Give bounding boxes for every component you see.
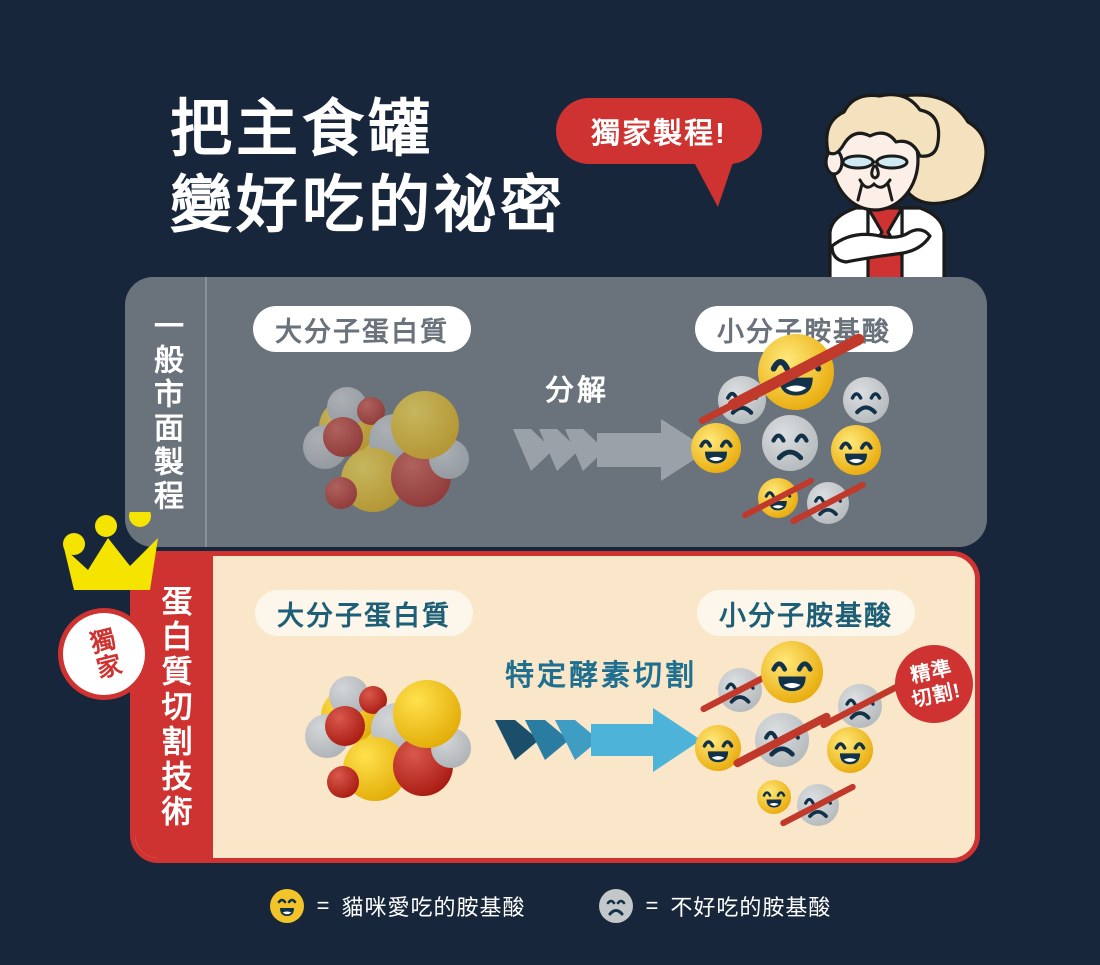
speech-bubble-label: 獨家製程! — [591, 118, 727, 150]
happy-face-icon — [691, 423, 741, 473]
molecule-sphere — [357, 397, 385, 425]
happy-face-icon — [761, 641, 823, 703]
molecule-cluster-generic — [285, 385, 495, 530]
strikethrough-icon — [727, 333, 865, 411]
label-input-protein-exclusive: 大分子蛋白質 — [255, 590, 473, 636]
molecule-sphere — [327, 387, 367, 427]
scientist-character — [770, 80, 1000, 290]
strikethrough-icon — [790, 481, 866, 525]
panel-generic-side-label: 一般市面製程 — [149, 310, 182, 514]
panel-exclusive-side-band: 蛋白質切割技術 — [135, 556, 213, 858]
label-output-amino-exclusive-text: 小分子胺基酸 — [719, 600, 893, 631]
sad-face-icon — [733, 712, 831, 768]
sad-face-icon — [843, 377, 889, 423]
molecule-sphere — [329, 676, 369, 716]
happy-face-icon — [757, 780, 791, 814]
happy-face-icon — [742, 477, 814, 519]
molecule-sphere — [323, 417, 363, 457]
face-group-exclusive — [135, 556, 975, 858]
strikethrough-icon — [733, 712, 831, 768]
legend-equals-sad: = — [645, 893, 659, 918]
happy-face-icon — [727, 333, 865, 411]
exclusive-badge-label: 獨家 — [84, 625, 124, 683]
panel-generic-side-band: 一般市面製程 — [125, 277, 207, 547]
strikethrough-icon — [780, 783, 856, 827]
sad-face-icon — [790, 481, 866, 525]
panel-exclusive-process: 蛋白質切割技術 大分子蛋白質 小分子胺基酸 特定酵素切割 — [130, 551, 980, 863]
legend-label-sad: 不好吃的胺基酸 — [670, 895, 832, 920]
molecule-sphere — [341, 448, 405, 512]
speech-bubble: 獨家製程! — [556, 98, 762, 164]
arrow-exclusive — [495, 708, 705, 777]
arrow-generic — [513, 419, 713, 486]
label-output-amino-exclusive: 小分子胺基酸 — [697, 590, 915, 636]
legend: = 貓咪愛吃的胺基酸 = 不好吃的胺基酸 — [0, 888, 1100, 924]
molecule-sphere — [343, 737, 407, 801]
process-label-generic: 分解 — [545, 375, 610, 407]
title-line-1: 把主食罐 — [170, 95, 435, 164]
molecule-sphere — [325, 706, 365, 746]
panel-generic-process: 一般市面製程 大分子蛋白質 小分子胺基酸 分解 — [125, 277, 987, 547]
legend-item-sad: = 不好吃的胺基酸 — [598, 888, 832, 924]
process-label-exclusive: 特定酵素切割 — [505, 660, 698, 692]
sad-face-icon — [780, 783, 856, 827]
molecule-sphere — [325, 477, 357, 509]
sad-face-icon — [598, 889, 633, 923]
strikethrough-icon — [742, 477, 814, 519]
molecule-sphere — [327, 766, 359, 798]
molecule-sphere — [359, 686, 387, 714]
molecule-sphere — [393, 680, 461, 748]
legend-item-happy: = 貓咪愛吃的胺基酸 — [269, 888, 526, 924]
happy-face-icon — [695, 725, 741, 771]
sad-face-icon — [820, 683, 900, 729]
molecule-sphere — [391, 391, 459, 459]
crown-icon — [58, 505, 170, 592]
sad-face-icon — [762, 415, 818, 471]
happy-face-icon — [831, 425, 881, 475]
title-line-2: 變好吃的祕密 — [170, 171, 567, 240]
face-group-generic — [125, 277, 987, 547]
strikethrough-icon — [820, 683, 900, 729]
label-input-protein-generic: 大分子蛋白質 — [253, 306, 471, 352]
happy-face-icon — [827, 727, 873, 773]
label-input-protein-exclusive-text: 大分子蛋白質 — [277, 600, 451, 631]
panel-exclusive-side-label: 蛋白質切割技術 — [156, 584, 192, 830]
legend-equals-happy: = — [316, 893, 330, 918]
legend-label-happy: 貓咪愛吃的胺基酸 — [341, 895, 526, 920]
label-input-protein-generic-text: 大分子蛋白質 — [275, 316, 449, 347]
page-title: 把主食罐 變好吃的祕密 — [170, 92, 710, 244]
molecule-cluster-exclusive — [287, 674, 497, 819]
happy-face-icon — [269, 889, 304, 923]
